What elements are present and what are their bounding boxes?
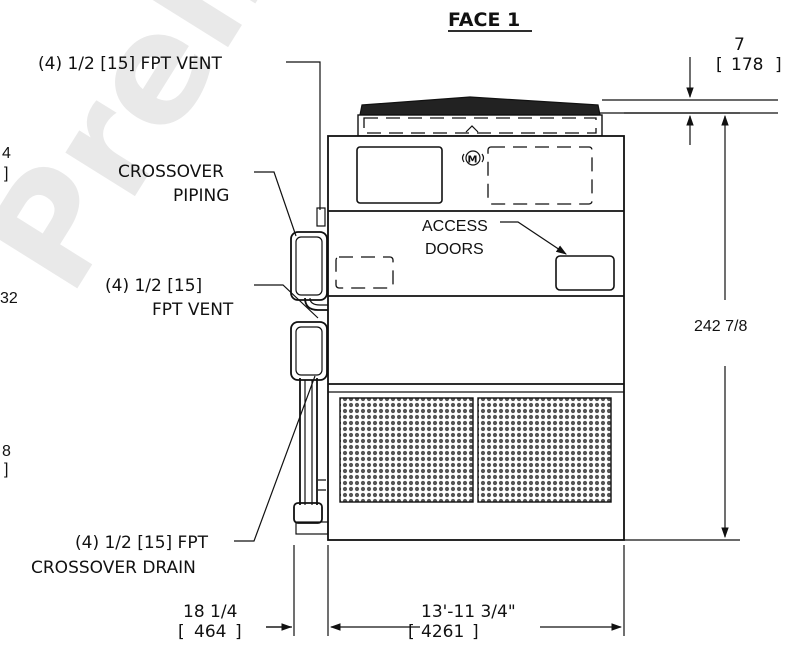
dim-left-bracket-close: ] (235, 622, 242, 642)
top-access-panel (356, 146, 443, 204)
callout-vent-top: (4) 1/2 [15] FPT VENT (38, 54, 222, 74)
callout-crossover-line2: PIPING (173, 186, 229, 206)
callout-drain-line2: CROSSOVER DRAIN (31, 558, 196, 578)
dim-top-inches: 7 (734, 35, 745, 55)
leader-lines (234, 61, 567, 542)
face-title: FACE 1 (448, 9, 520, 31)
dim-width-mm: 4261 (421, 622, 464, 642)
louver-right (477, 397, 612, 503)
edge-fragment-2: ] (4, 165, 8, 182)
top-hidden-panel (487, 146, 593, 205)
logo-mark: M (468, 155, 478, 166)
dim-top-mm: 178 (731, 55, 763, 75)
callout-crossover-line1: CROSSOVER (118, 162, 224, 182)
dim-width-bracket-close: ] (472, 622, 479, 642)
dim-left-inches: 18 1/4 (183, 602, 237, 622)
dim-width-inches: 13'-11 3/4" (421, 602, 516, 622)
callout-access-line2: DOORS (425, 241, 484, 258)
dim-top-bracket-open: [ (716, 55, 723, 75)
crossover-piping (290, 207, 329, 535)
edge-fragment-5: ] (4, 461, 8, 478)
access-door-left (335, 256, 394, 289)
edge-fragment-1: 4 (2, 145, 11, 162)
fan-deck-hidden (363, 117, 597, 134)
callout-vent-mid-line2: FPT VENT (152, 300, 234, 320)
dim-height: 242 7/8 (694, 318, 747, 335)
dimension-height (624, 112, 740, 541)
callout-vent-mid-line1: (4) 1/2 [15] (105, 276, 202, 296)
edge-fragment-3: 32 (0, 290, 18, 307)
access-door-right (555, 255, 615, 291)
cooling-tower-unit: M (327, 96, 625, 541)
callout-access-line1: ACCESS (422, 218, 488, 235)
dimension-bottom (266, 545, 625, 636)
dim-top-bracket-close: ] (775, 55, 782, 75)
fan-cowl (359, 96, 601, 116)
louver-left (339, 397, 474, 503)
dim-left-mm: 464 (194, 622, 226, 642)
dim-width-bracket-open: [ (408, 622, 415, 642)
callout-drain-line1: (4) 1/2 [15] FPT (75, 533, 209, 553)
edge-fragment-4: 8 (2, 443, 11, 460)
logo-icon (465, 150, 481, 166)
dim-left-bracket-open: [ (178, 622, 185, 642)
